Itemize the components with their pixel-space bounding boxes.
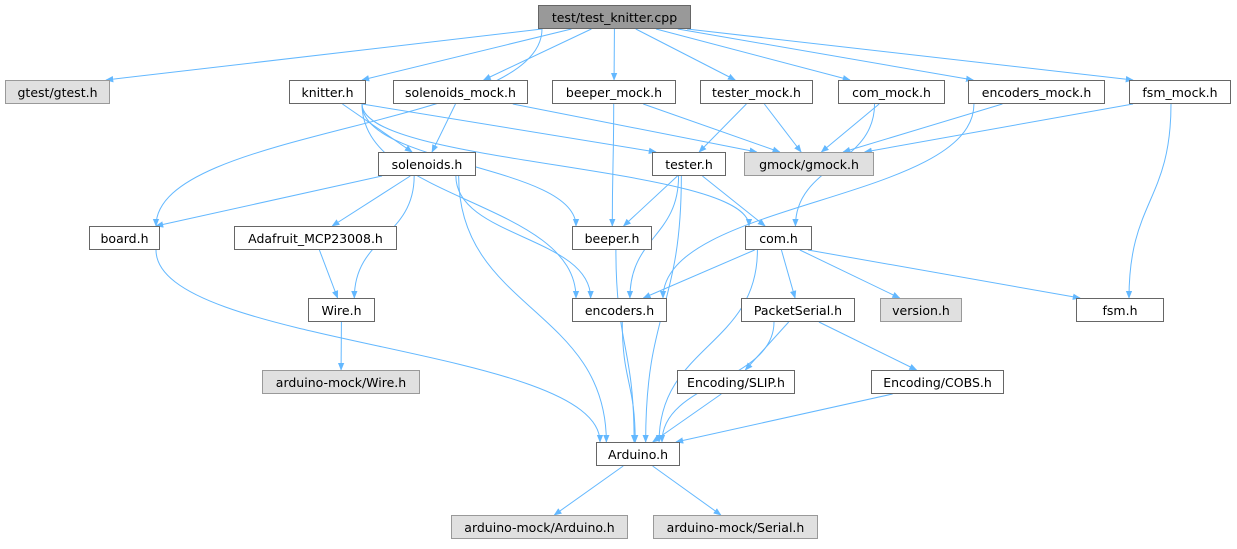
node-slip[interactable]: Encoding/SLIP.h bbox=[677, 370, 795, 394]
node-label: Adafruit_MCP23008.h bbox=[248, 230, 383, 246]
edge-mcp-to-wire bbox=[318, 249, 339, 299]
node-solmock[interactable]: solenoids_mock.h bbox=[393, 80, 528, 104]
edge-testmock-to-tester bbox=[698, 103, 747, 153]
node-label: encoders_mock.h bbox=[981, 84, 1092, 100]
edge-root-to-solmock bbox=[482, 28, 592, 81]
edge-com-to-arduino bbox=[655, 249, 758, 443]
node-commock[interactable]: com_mock.h bbox=[838, 80, 945, 104]
edge-fsmmock-to-gmock bbox=[863, 103, 1134, 154]
node-com[interactable]: com.h bbox=[745, 226, 812, 250]
node-version[interactable]: version.h bbox=[880, 298, 962, 322]
node-label: solenoids_mock.h bbox=[405, 84, 516, 100]
node-beepmock[interactable]: beeper_mock.h bbox=[552, 80, 676, 104]
node-knitter[interactable]: knitter.h bbox=[289, 80, 366, 104]
edge-knitter-to-tester bbox=[361, 103, 657, 154]
node-label: com_mock.h bbox=[852, 84, 931, 100]
edge-arduino-to-amarduino bbox=[553, 465, 624, 516]
node-root[interactable]: test/test_knitter.cpp bbox=[538, 5, 691, 29]
edge-enc-to-arduino bbox=[621, 321, 639, 443]
node-label: beeper.h bbox=[584, 230, 640, 246]
edge-sol-to-board bbox=[155, 175, 383, 228]
node-tester[interactable]: tester.h bbox=[652, 152, 726, 176]
edge-root-to-board bbox=[152, 28, 543, 227]
edge-sol-to-arduino bbox=[458, 175, 610, 443]
node-label: Encoding/SLIP.h bbox=[687, 374, 785, 390]
node-label: Arduino.h bbox=[607, 446, 669, 462]
edge-board-to-arduino bbox=[155, 249, 604, 443]
edge-fsmmock-to-fsm bbox=[1125, 103, 1172, 299]
edge-com-to-version bbox=[799, 249, 901, 299]
node-amserial[interactable]: arduino-mock/Serial.h bbox=[653, 515, 818, 539]
edge-root-to-gtest bbox=[105, 28, 543, 83]
edge-arduino-to-amserial bbox=[652, 465, 722, 516]
edge-commock-to-gmock bbox=[820, 103, 880, 153]
node-sol[interactable]: solenoids.h bbox=[378, 152, 476, 176]
edge-solmock-to-sol bbox=[431, 103, 456, 153]
node-gmock[interactable]: gmock/gmock.h bbox=[744, 152, 874, 176]
edge-encmock-to-enc bbox=[659, 103, 975, 299]
node-label: Encoding/COBS.h bbox=[883, 374, 992, 390]
node-wire[interactable]: Wire.h bbox=[308, 298, 375, 322]
node-encmock[interactable]: encoders_mock.h bbox=[968, 80, 1105, 104]
node-fsm[interactable]: fsm.h bbox=[1076, 298, 1164, 322]
edge-tester-to-beeper bbox=[622, 175, 678, 227]
edge-root-to-commock bbox=[655, 28, 851, 82]
edge-knitter-to-enc bbox=[361, 103, 580, 299]
node-enc[interactable]: encoders.h bbox=[572, 298, 667, 322]
edge-root-to-knitter bbox=[361, 28, 572, 82]
node-label: arduino-mock/Serial.h bbox=[666, 519, 805, 535]
edge-beepmock-to-beeper bbox=[609, 103, 616, 227]
node-label: PacketSerial.h bbox=[753, 302, 843, 318]
edge-tester-to-com bbox=[702, 175, 766, 227]
edge-encmock-to-gmock bbox=[842, 103, 1003, 153]
edge-com-to-ps bbox=[780, 249, 797, 299]
node-amarduino[interactable]: arduino-mock/Arduino.h bbox=[451, 515, 628, 539]
node-label: tester_mock.h bbox=[712, 84, 801, 100]
edge-root-to-encmock bbox=[677, 28, 974, 82]
node-label: arduino-mock/Wire.h bbox=[275, 374, 407, 390]
edge-tester-to-enc bbox=[626, 175, 680, 299]
edge-sol-to-mcp bbox=[331, 175, 411, 227]
node-label: encoders.h bbox=[584, 302, 655, 318]
edge-com-to-fsm bbox=[807, 249, 1081, 300]
node-gtest[interactable]: gtest/gtest.h bbox=[5, 80, 110, 104]
node-label: gtest/gtest.h bbox=[17, 84, 98, 100]
node-arduino[interactable]: Arduino.h bbox=[596, 442, 680, 466]
edge-beepmock-to-gmock bbox=[643, 103, 781, 153]
node-board[interactable]: board.h bbox=[89, 226, 160, 250]
edge-root-to-testmock bbox=[635, 28, 736, 81]
node-mcp[interactable]: Adafruit_MCP23008.h bbox=[234, 226, 397, 250]
node-label: fsm_mock.h bbox=[1142, 84, 1218, 100]
node-label: version.h bbox=[892, 302, 950, 318]
node-testmock[interactable]: tester_mock.h bbox=[700, 80, 813, 104]
node-label: com.h bbox=[759, 230, 798, 246]
node-label: tester.h bbox=[665, 156, 713, 172]
node-cobs[interactable]: Encoding/COBS.h bbox=[871, 370, 1004, 394]
edge-testmock-to-gmock bbox=[763, 103, 802, 153]
node-beeper[interactable]: beeper.h bbox=[572, 226, 652, 250]
edge-knitter-to-sol bbox=[342, 103, 413, 153]
edge-cobs-to-arduino bbox=[675, 393, 893, 444]
node-label: gmock/gmock.h bbox=[759, 156, 859, 172]
node-label: test/test_knitter.cpp bbox=[551, 9, 678, 25]
node-ps[interactable]: PacketSerial.h bbox=[741, 298, 855, 322]
edge-root-to-fsmmock bbox=[686, 28, 1134, 83]
node-label: fsm.h bbox=[1102, 302, 1138, 318]
node-label: beeper_mock.h bbox=[565, 84, 663, 100]
node-amwire[interactable]: arduino-mock/Wire.h bbox=[262, 370, 420, 394]
edge-slip-to-arduino bbox=[652, 393, 722, 443]
node-label: knitter.h bbox=[301, 84, 354, 100]
node-label: Wire.h bbox=[321, 302, 362, 318]
edge-sol-to-enc bbox=[455, 175, 594, 299]
edge-solmock-to-gmock bbox=[512, 103, 758, 154]
node-label: solenoids.h bbox=[391, 156, 463, 172]
node-label: board.h bbox=[100, 230, 149, 246]
node-fsmmock[interactable]: fsm_mock.h bbox=[1129, 80, 1231, 104]
edge-com-to-enc bbox=[642, 249, 755, 299]
node-label: arduino-mock/Arduino.h bbox=[464, 519, 615, 535]
edge-knitter-to-com bbox=[361, 103, 753, 227]
edge-ps-to-cobs bbox=[818, 321, 918, 371]
